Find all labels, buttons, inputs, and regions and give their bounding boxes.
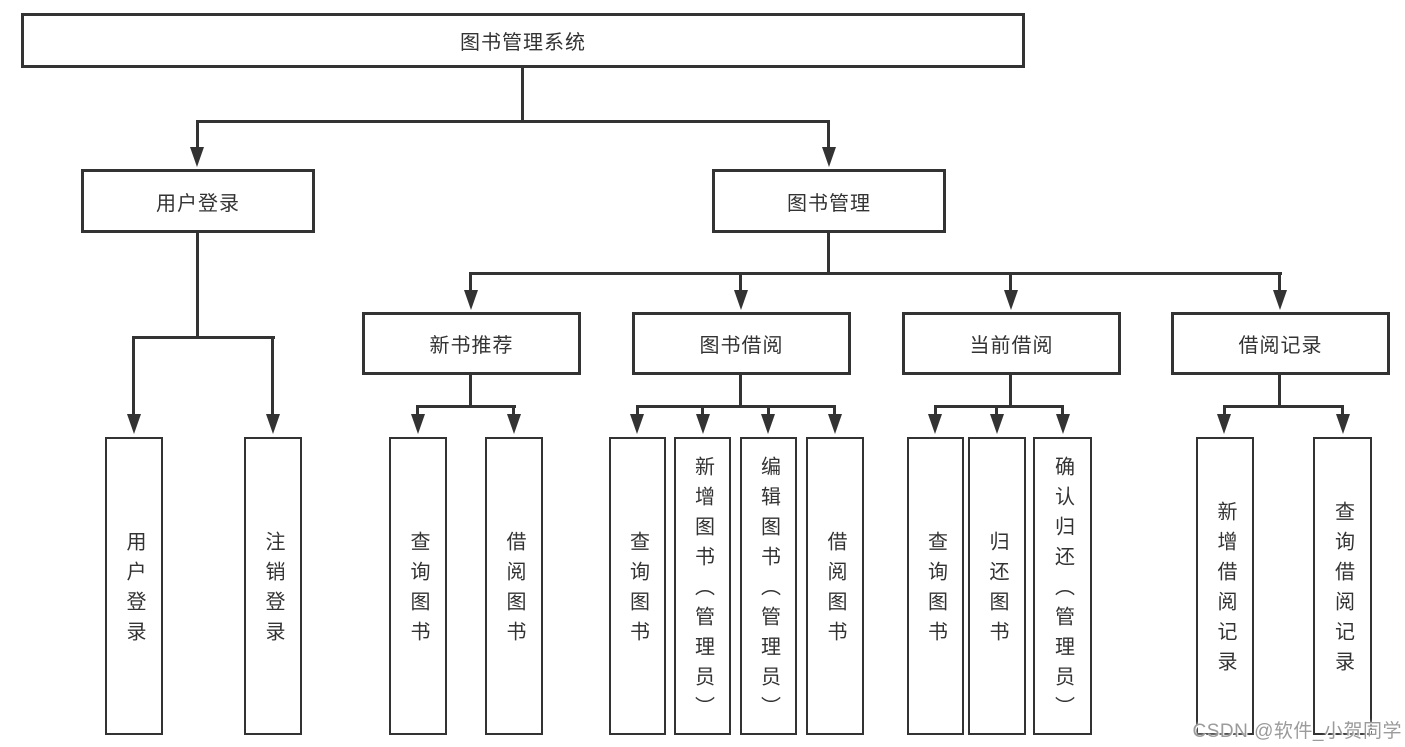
arrow-down-icon [127, 414, 141, 434]
connector-line [636, 405, 836, 408]
connector-line [469, 272, 472, 291]
node-label: 查询图书 [924, 531, 947, 651]
arrow-down-icon [1004, 290, 1018, 310]
node-user-login: 用户登录 [81, 169, 315, 233]
arrow-down-icon [822, 147, 836, 167]
connector-line [469, 272, 1282, 275]
leaf-borrow-books-recommend: 借阅图书 [485, 437, 543, 735]
node-label: 图书管理 [787, 192, 871, 215]
arrow-down-icon [990, 414, 1004, 434]
node-book-management: 图书管理 [712, 169, 946, 233]
node-label: 新增图书（管理员） [691, 456, 714, 726]
leaf-user-login: 用户登录 [105, 437, 163, 735]
leaf-query-books-current: 查询图书 [907, 437, 964, 735]
connector-line [767, 405, 770, 415]
node-label: 借阅图书 [503, 531, 525, 651]
connector-line [1009, 272, 1012, 291]
connector-line [1223, 405, 1344, 408]
connector-line [833, 405, 836, 415]
connector-line [739, 374, 742, 408]
connector-line [995, 405, 998, 415]
arrow-down-icon [928, 414, 942, 434]
arrow-down-icon [464, 290, 478, 310]
connector-line [132, 336, 275, 339]
connector-line [1278, 374, 1281, 408]
node-label: 注销登录 [262, 531, 284, 651]
node-label: 查询图书 [407, 531, 429, 651]
connector-line [132, 336, 135, 415]
arrow-down-icon [696, 414, 710, 434]
connector-line [827, 120, 830, 148]
node-label: 图书借阅 [699, 335, 784, 357]
node-label: 确认归还（管理员） [1051, 456, 1074, 726]
connector-line [739, 272, 742, 291]
connector-line [196, 120, 830, 123]
leaf-query-borrow-record: 查询借阅记录 [1313, 437, 1372, 735]
connector-line [416, 405, 516, 408]
arrow-down-icon [734, 290, 748, 310]
arrow-down-icon [828, 414, 842, 434]
connector-line [827, 232, 830, 275]
leaf-logout: 注销登录 [244, 437, 302, 735]
arrow-down-icon [1056, 414, 1070, 434]
node-label: 编辑图书（管理员） [757, 456, 780, 726]
node-label: 新增借阅记录 [1214, 501, 1236, 681]
node-label: 新书推荐 [429, 335, 514, 357]
leaf-edit-books-admin: 编辑图书（管理员） [740, 437, 797, 735]
node-library-system: 图书管理系统 [21, 13, 1025, 68]
node-label: 用户登录 [156, 192, 240, 215]
connector-line [934, 405, 937, 415]
arrow-down-icon [507, 414, 521, 434]
connector-line [701, 405, 704, 415]
node-book-borrowing: 图书借阅 [632, 312, 851, 375]
node-label: 借阅图书 [824, 531, 846, 651]
connector-line [636, 405, 639, 415]
leaf-return-books: 归还图书 [968, 437, 1026, 735]
leaf-query-books-borrowing: 查询图书 [609, 437, 666, 735]
connector-line [271, 336, 274, 415]
node-label: 借阅记录 [1238, 335, 1323, 357]
csdn-watermark: CSDN @软件_小贺同学 [1192, 721, 1402, 742]
connector-line [196, 232, 199, 339]
arrow-down-icon [411, 414, 425, 434]
connector-line [469, 374, 472, 408]
node-new-book-recommendation: 新书推荐 [362, 312, 581, 375]
arrow-down-icon [190, 147, 204, 167]
node-label: 查询借阅记录 [1331, 501, 1354, 681]
connector-line [521, 68, 524, 123]
arrow-down-icon [630, 414, 644, 434]
node-label: 用户登录 [123, 531, 145, 651]
node-current-borrowing: 当前借阅 [902, 312, 1121, 375]
connector-line [1061, 405, 1064, 415]
node-label: 当前借阅 [969, 335, 1054, 357]
arrow-down-icon [1217, 414, 1231, 434]
node-label: 图书管理系统 [460, 32, 586, 54]
node-label: 归还图书 [986, 531, 1008, 651]
connector-line [1278, 272, 1281, 291]
connector-line [934, 405, 1064, 408]
leaf-borrow-books-borrowing: 借阅图书 [806, 437, 864, 735]
leaf-confirm-return-admin: 确认归还（管理员） [1033, 437, 1092, 735]
connector-line [1341, 405, 1344, 415]
leaf-add-borrow-record: 新增借阅记录 [1196, 437, 1254, 735]
node-borrowing-records: 借阅记录 [1171, 312, 1390, 375]
connector-line [416, 405, 419, 415]
arrow-down-icon [761, 414, 775, 434]
node-label: 查询图书 [626, 531, 649, 651]
leaf-add-books-admin: 新增图书（管理员） [674, 437, 731, 735]
arrow-down-icon [1336, 414, 1350, 434]
connector-line [512, 405, 515, 415]
connector-line [196, 120, 199, 148]
connector-line [1009, 374, 1012, 408]
leaf-query-books-recommend: 查询图书 [389, 437, 447, 735]
arrow-down-icon [1273, 290, 1287, 310]
arrow-down-icon [266, 414, 280, 434]
connector-line [1223, 405, 1226, 415]
